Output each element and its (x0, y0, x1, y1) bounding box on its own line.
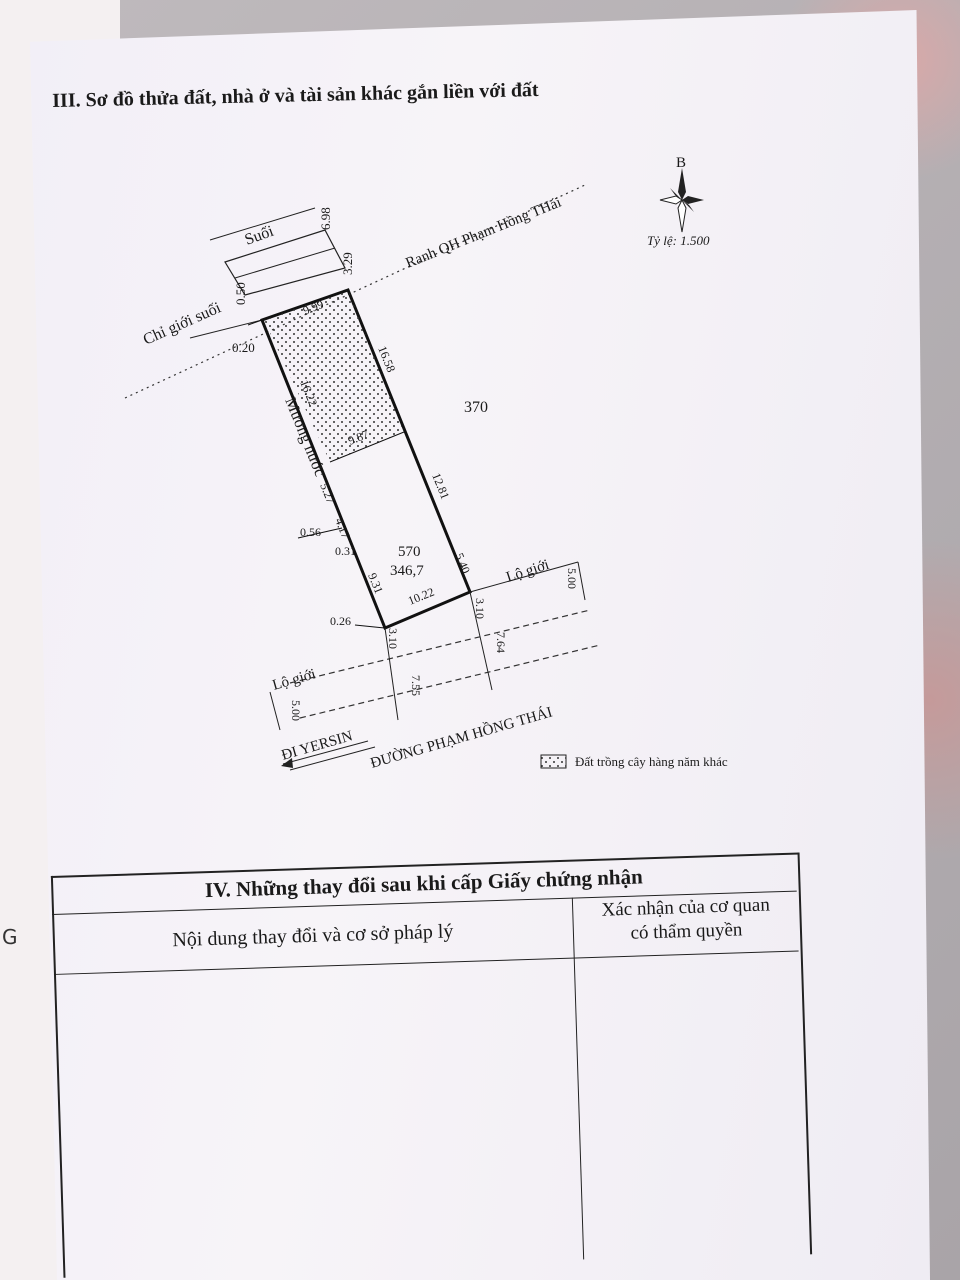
legend-swatch (540, 754, 567, 769)
direction-arrow-icon (281, 758, 293, 768)
road-boundary-leader-right (469, 561, 579, 593)
certificate-page (30, 10, 930, 1280)
dim-0-31: 0.31 (335, 544, 356, 558)
dim-3-10-left: 3.10 (386, 628, 400, 649)
dim-0-26: 0.26 (330, 614, 351, 628)
compass-north-label: B (676, 155, 686, 171)
stream-edge (234, 247, 336, 279)
canal-width-leader (297, 527, 343, 539)
direction-arrow-line (282, 740, 369, 765)
crop-area-boundary (329, 431, 405, 463)
road-boundary-line-1 (289, 609, 591, 684)
road-name: ĐƯỜNG PHẠM HỒNG THÁI (368, 703, 554, 772)
road-boundary-label-left: Lộ giới (271, 666, 318, 694)
dim-3-10-right: 3.10 (473, 598, 487, 619)
map-scale: Tỷ lệ: 1.500 (647, 233, 710, 248)
parcel-area: 346,7 (390, 563, 424, 579)
edge-mark: G (2, 925, 18, 949)
stream-boundary-leader (189, 319, 263, 339)
planning-boundary-label: Ranh QH Phạm Hồng THái (404, 195, 564, 272)
section-4-table: IV. Những thay đổi sau khi cấp Giấy chứn… (50, 824, 813, 1278)
annual-crop-area (264, 290, 404, 462)
dim-7-55: 7.55 (409, 675, 423, 696)
neighbor-parcel-number: 370 (464, 399, 488, 416)
direction-label: ĐI YERSIN (280, 728, 355, 764)
stream-outline (224, 229, 346, 296)
dim-7-64: 7.64 (494, 632, 508, 653)
dim-5-00-left: 5.00 (289, 700, 303, 721)
stream-label: Suối (243, 223, 277, 249)
direction-arrow-line-2 (289, 746, 376, 771)
dim-3-29: 3.29 (340, 252, 355, 275)
legend-label: Đất trồng cây hàng năm khác (575, 754, 728, 769)
column-header-confirmation: Xác nhận của cơ quan có thẩm quyền (574, 893, 799, 956)
road-boundary-tick-left (269, 691, 281, 731)
dim-10-22: 10.22 (406, 585, 436, 608)
parcel-corner-leader (354, 624, 386, 629)
road-offset-line-right (469, 591, 493, 691)
dim-5-00-right: 5.00 (565, 568, 579, 589)
dim-6-98: 6.98 (318, 207, 333, 230)
road-offset-line-left (384, 627, 399, 721)
road-boundary-label-right: Lộ giới (504, 557, 551, 586)
compass-icon (659, 168, 704, 233)
road-boundary-tick-right (577, 561, 586, 601)
parcel-number: 570 (398, 544, 421, 560)
dim-0-56: 0.56 (300, 525, 321, 539)
stream-dimension-line (209, 207, 316, 241)
dim-0-20: 0.20 (232, 340, 255, 355)
planning-boundary-line (124, 184, 586, 399)
dim-9-31: 9.31 (365, 571, 386, 596)
dim-5-40: 5.40 (452, 551, 473, 576)
parcel-corner-tick (247, 319, 263, 326)
stream-boundary-label: Chỉ giới suối (141, 299, 224, 349)
road-boundary-line-2 (299, 644, 601, 719)
dim-0-50: 0.50 (233, 282, 248, 305)
